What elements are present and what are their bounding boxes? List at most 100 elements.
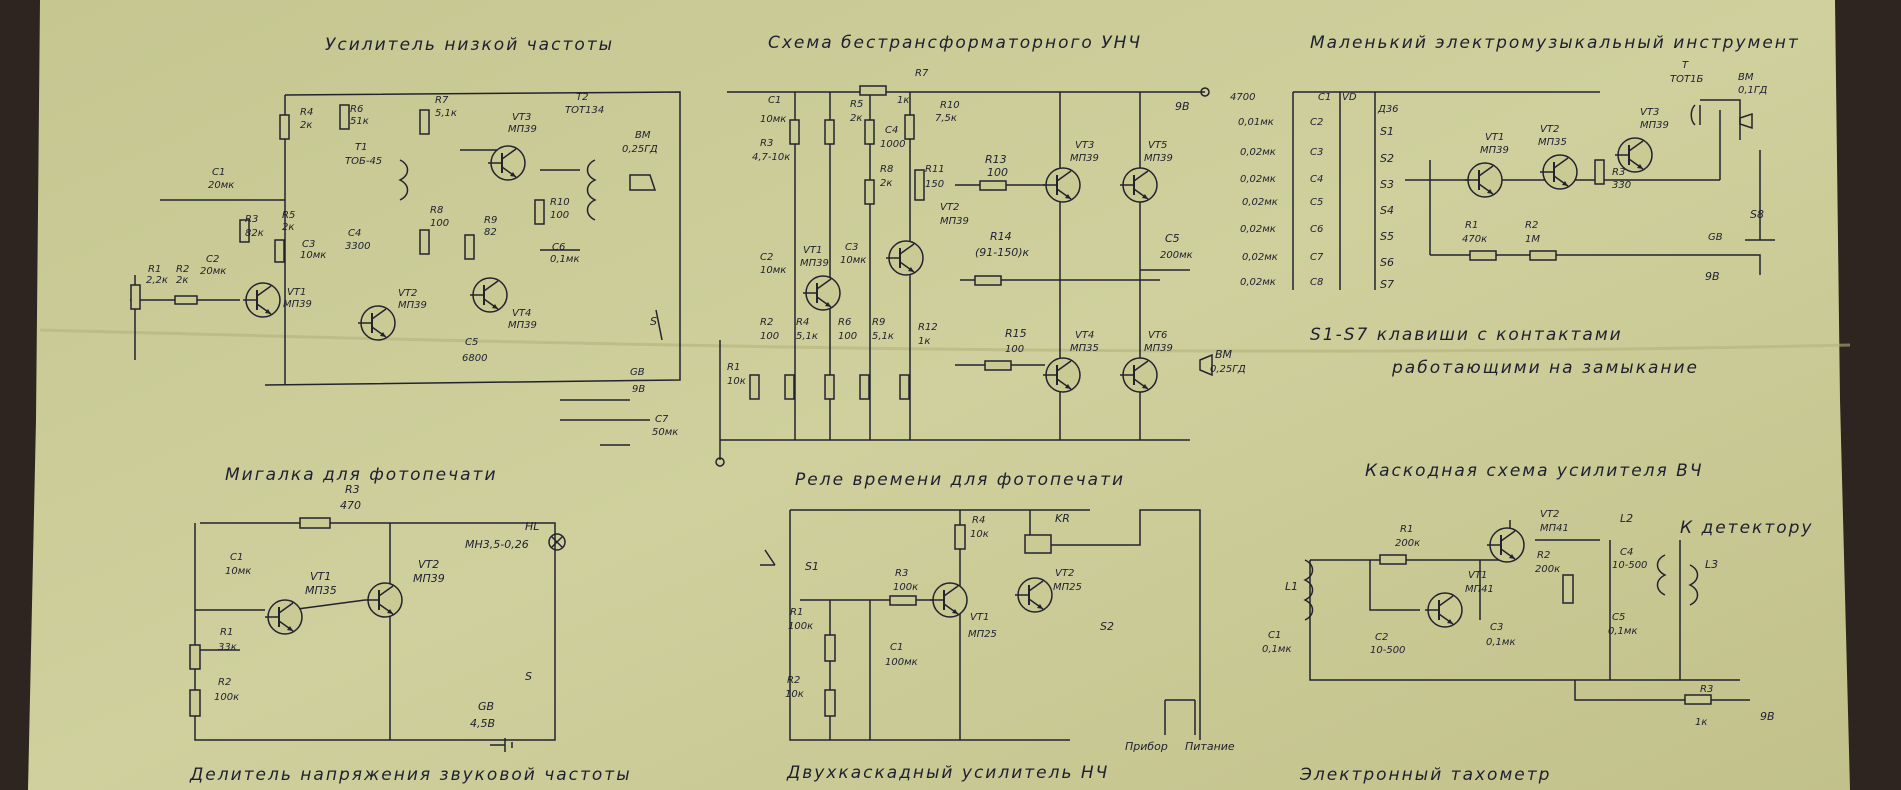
ulf-c4-value: 3300	[345, 241, 370, 252]
rele-s2-label: S2	[1100, 620, 1114, 633]
bez-r8-label: R8	[880, 164, 893, 175]
ulf-r5-label: R5	[282, 210, 295, 221]
note-keys-line1: S1-S7 клавиши с контактами	[1310, 325, 1623, 345]
emi-vt1-label: VT1	[1485, 132, 1504, 143]
emi-c7-value: 0,02мк	[1242, 252, 1278, 263]
rele-vt1-label: VT1	[970, 612, 989, 623]
emi-r2-value: 1М	[1525, 234, 1540, 245]
ulf-t1-value: ТОБ-45	[345, 156, 382, 167]
ulf-c5-label: C5	[465, 337, 478, 348]
mig-vt1-value: МП35	[305, 584, 337, 597]
emi-gb-value: 9В	[1705, 270, 1720, 283]
mig-gb-value: 4,5В	[470, 717, 495, 730]
rele-r4-value: 10к	[970, 529, 989, 540]
bez-vt3-value: МП39	[1070, 153, 1099, 164]
ulf-c3-label: C3	[302, 239, 315, 250]
ulf-switch-label: S	[650, 315, 657, 328]
circuit-emi: 4700 C1 VD Д36 0,01мк C2 0,02мк C3 0,02м…	[1230, 60, 1775, 291]
kask-c2-label: C2	[1375, 632, 1388, 643]
emi-c8-label: C8	[1310, 277, 1323, 288]
ulf-vt4-value: МП39	[508, 320, 537, 331]
bez-bm-label: ВМ	[1215, 348, 1233, 361]
ulf-c1-value: 20мк	[208, 180, 234, 191]
emi-diode-type: Д36	[1377, 104, 1399, 115]
bez-vt1-value: МП39	[800, 258, 829, 269]
ulf-vt2-value: МП39	[398, 300, 427, 311]
bez-r6-label: R6	[838, 317, 851, 328]
emi-c6-label: C6	[1310, 224, 1323, 235]
ulf-r5-value: 2к	[282, 222, 294, 233]
rele-r2-label: R2	[787, 675, 800, 686]
ulf-r2-value: 2к	[176, 275, 188, 286]
emi-s3-label: S3	[1380, 178, 1394, 191]
ulf-c7-label: C7	[655, 414, 669, 425]
bez-r12-value: 1к	[918, 336, 930, 347]
mig-hl-label: HL	[525, 520, 539, 533]
emi-r1-value: 470к	[1462, 234, 1487, 245]
ulf-c4-label: C4	[348, 228, 361, 239]
ulf-gb-value: 9В	[632, 384, 645, 395]
mig-r1-label: R1	[220, 627, 233, 638]
ulf-r9-value: 82	[484, 227, 497, 238]
bez-r13-label: R13	[985, 153, 1007, 166]
title-taho: Электронный тахометр	[1299, 765, 1551, 785]
bez-vt6-value: МП39	[1144, 343, 1173, 354]
emi-gb-label: GB	[1708, 232, 1723, 243]
ulf-r9-label: R9	[484, 215, 497, 226]
rele-c1-value: 100мк	[885, 657, 918, 668]
emi-r2-label: R2	[1525, 220, 1538, 231]
ulf-vt2-label: VT2	[398, 288, 417, 299]
title-delitel: Делитель напряжения звуковой частоты	[189, 765, 632, 785]
emi-c5-label: C5	[1310, 197, 1323, 208]
ulf-r7-label: R7	[435, 95, 449, 106]
bez-c5-value: 200мк	[1160, 250, 1193, 261]
rele-s1-label: S1	[805, 560, 819, 573]
emi-s2-label: S2	[1380, 152, 1394, 165]
ulf-r6-value: 51к	[350, 116, 369, 127]
ulf-t2-value: ТОТ134	[565, 105, 604, 116]
bez-r11-label: R11	[925, 164, 945, 175]
emi-s1-label: S1	[1380, 125, 1394, 138]
kask-vt1-value: МП41	[1465, 584, 1494, 595]
bez-r2-value: 100	[760, 331, 779, 342]
ulf-bm-label: ВМ	[635, 130, 651, 141]
kask-r1-value: 200к	[1395, 538, 1420, 549]
ulf-r10-value: 100	[550, 210, 569, 221]
bez-r9-value: 5,1к	[872, 331, 894, 342]
mig-switch-label: S	[525, 670, 532, 683]
bez-r5-value: 2к	[850, 113, 862, 124]
mig-r2-label: R2	[218, 677, 231, 688]
emi-c1-label: C1	[1318, 92, 1331, 103]
bez-vt2-label: VT2	[940, 202, 959, 213]
bez-r14-value: (91-150)к	[975, 246, 1030, 259]
bez-r15-label: R15	[1005, 327, 1027, 340]
kask-c4-label: C4	[1620, 547, 1633, 558]
title-beztrans: Схема бестрансформаторного УНЧ	[768, 33, 1142, 53]
emi-c6-value: 0,02мк	[1240, 224, 1276, 235]
kask-k-detektoru: К детектору	[1680, 518, 1813, 538]
emi-c4-value: 0,02мк	[1240, 174, 1276, 185]
title-ulf: Усилитель низкой частоты	[325, 35, 614, 55]
bez-r6-value: 100	[838, 331, 857, 342]
rele-pitanie-label: Питание	[1185, 740, 1235, 753]
mig-c1-value: 10мк	[225, 566, 251, 577]
title-emi: Маленький электромузыкальный инструмент	[1310, 33, 1800, 53]
kask-r1-label: R1	[1400, 524, 1413, 535]
circuit-kaskod: VT2 МП41 L2 К детектору R1 200к R2 200к …	[1262, 509, 1813, 728]
bez-vt6-label: VT6	[1148, 330, 1167, 341]
bez-r1-label: R1	[727, 362, 740, 373]
emi-t-label: T	[1682, 60, 1689, 71]
bez-c5-label: C5	[1165, 232, 1180, 245]
ulf-r3-label: R3	[245, 214, 258, 225]
ulf-vt1-label: VT1	[287, 287, 306, 298]
bez-r12-label: R12	[918, 322, 938, 333]
rele-r4-label: R4	[972, 515, 985, 526]
bez-vt2-value: МП39	[940, 216, 969, 227]
kask-c3-label: C3	[1490, 622, 1503, 633]
bez-c3-value: 10мк	[840, 255, 866, 266]
emi-c7-label: C7	[1310, 252, 1324, 263]
ulf-c7-value: 50мк	[652, 427, 678, 438]
mig-vt1-label: VT1	[310, 570, 331, 583]
ulf-c6-value: 0,1мк	[550, 254, 580, 265]
kask-c5-label: C5	[1612, 612, 1625, 623]
